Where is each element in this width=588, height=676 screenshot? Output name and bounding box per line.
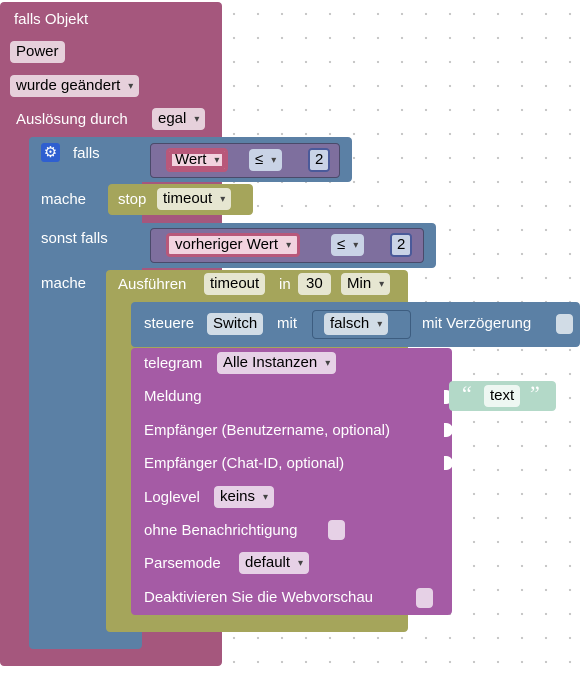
elseif-label: sonst falls <box>41 230 108 247</box>
disable-preview-checkbox[interactable] <box>416 588 433 608</box>
message-text-field[interactable]: text <box>484 385 521 407</box>
stop-timeout-dropdown[interactable]: timeout <box>157 188 232 210</box>
loglevel-dropdown[interactable]: keins <box>214 486 275 508</box>
loglevel-label: Loglevel <box>144 489 200 506</box>
object-field[interactable]: Power <box>10 41 65 63</box>
silent-checkbox[interactable] <box>328 520 345 540</box>
message-label: Meldung <box>144 388 202 405</box>
control-value-dropdown[interactable]: falsch <box>324 313 389 335</box>
recipient-chat-label: Empfänger (Chat-ID, optional) <box>144 455 345 472</box>
trigger-title: falls Objekt <box>14 11 89 28</box>
compare2-operator[interactable]: ≤ <box>331 234 365 256</box>
compare1-operator[interactable]: ≤ <box>249 149 283 171</box>
if-label: falls <box>73 145 100 162</box>
timeout-in-label: in <box>279 276 291 293</box>
control-label: steuere <box>144 315 195 332</box>
do2-label: mache <box>41 275 87 292</box>
control-with-label: mit <box>277 315 297 332</box>
trigger-label: Auslösung durch <box>16 111 128 128</box>
recipient-user-notch <box>444 423 453 437</box>
close-quote-icon: ” <box>530 381 540 406</box>
compare1-right[interactable]: 2 <box>308 148 331 172</box>
recipient-user-label: Empfänger (Benutzername, optional) <box>144 422 390 439</box>
do-label: mache <box>41 191 87 208</box>
trigger-dropdown[interactable]: egal <box>152 108 206 130</box>
parsemode-dropdown[interactable]: default <box>239 552 310 574</box>
delay-checkbox[interactable] <box>556 314 573 334</box>
timeout-label: Ausführen <box>118 276 187 293</box>
compare2-right[interactable]: 2 <box>390 233 413 257</box>
compare2-left[interactable]: vorheriger Wert <box>166 233 301 257</box>
condition-dropdown[interactable]: wurde geändert <box>10 75 140 97</box>
disable-preview-label: Deaktivieren Sie die Webvorschau <box>144 589 374 606</box>
timeout-unit-dropdown[interactable]: Min <box>341 273 391 295</box>
silent-label: ohne Benachrichtigung <box>144 522 298 539</box>
parsemode-label: Parsemode <box>144 555 221 572</box>
control-delay-label: mit Verzögerung <box>422 315 532 332</box>
timeout-value-field[interactable]: 30 <box>298 273 331 295</box>
control-target-field[interactable]: Switch <box>207 313 264 335</box>
telegram-instance-dropdown[interactable]: Alle Instanzen <box>217 352 337 374</box>
recipient-chat-notch <box>444 456 453 470</box>
message-input-notch <box>444 390 453 404</box>
compare1-left[interactable]: Wert <box>166 148 229 172</box>
gear-icon[interactable]: ⚙ <box>41 143 60 162</box>
timeout-name-field[interactable]: timeout <box>204 273 266 295</box>
stop-label: stop <box>118 191 147 208</box>
telegram-label: telegram <box>144 355 203 372</box>
open-quote-icon: “ <box>462 381 472 406</box>
